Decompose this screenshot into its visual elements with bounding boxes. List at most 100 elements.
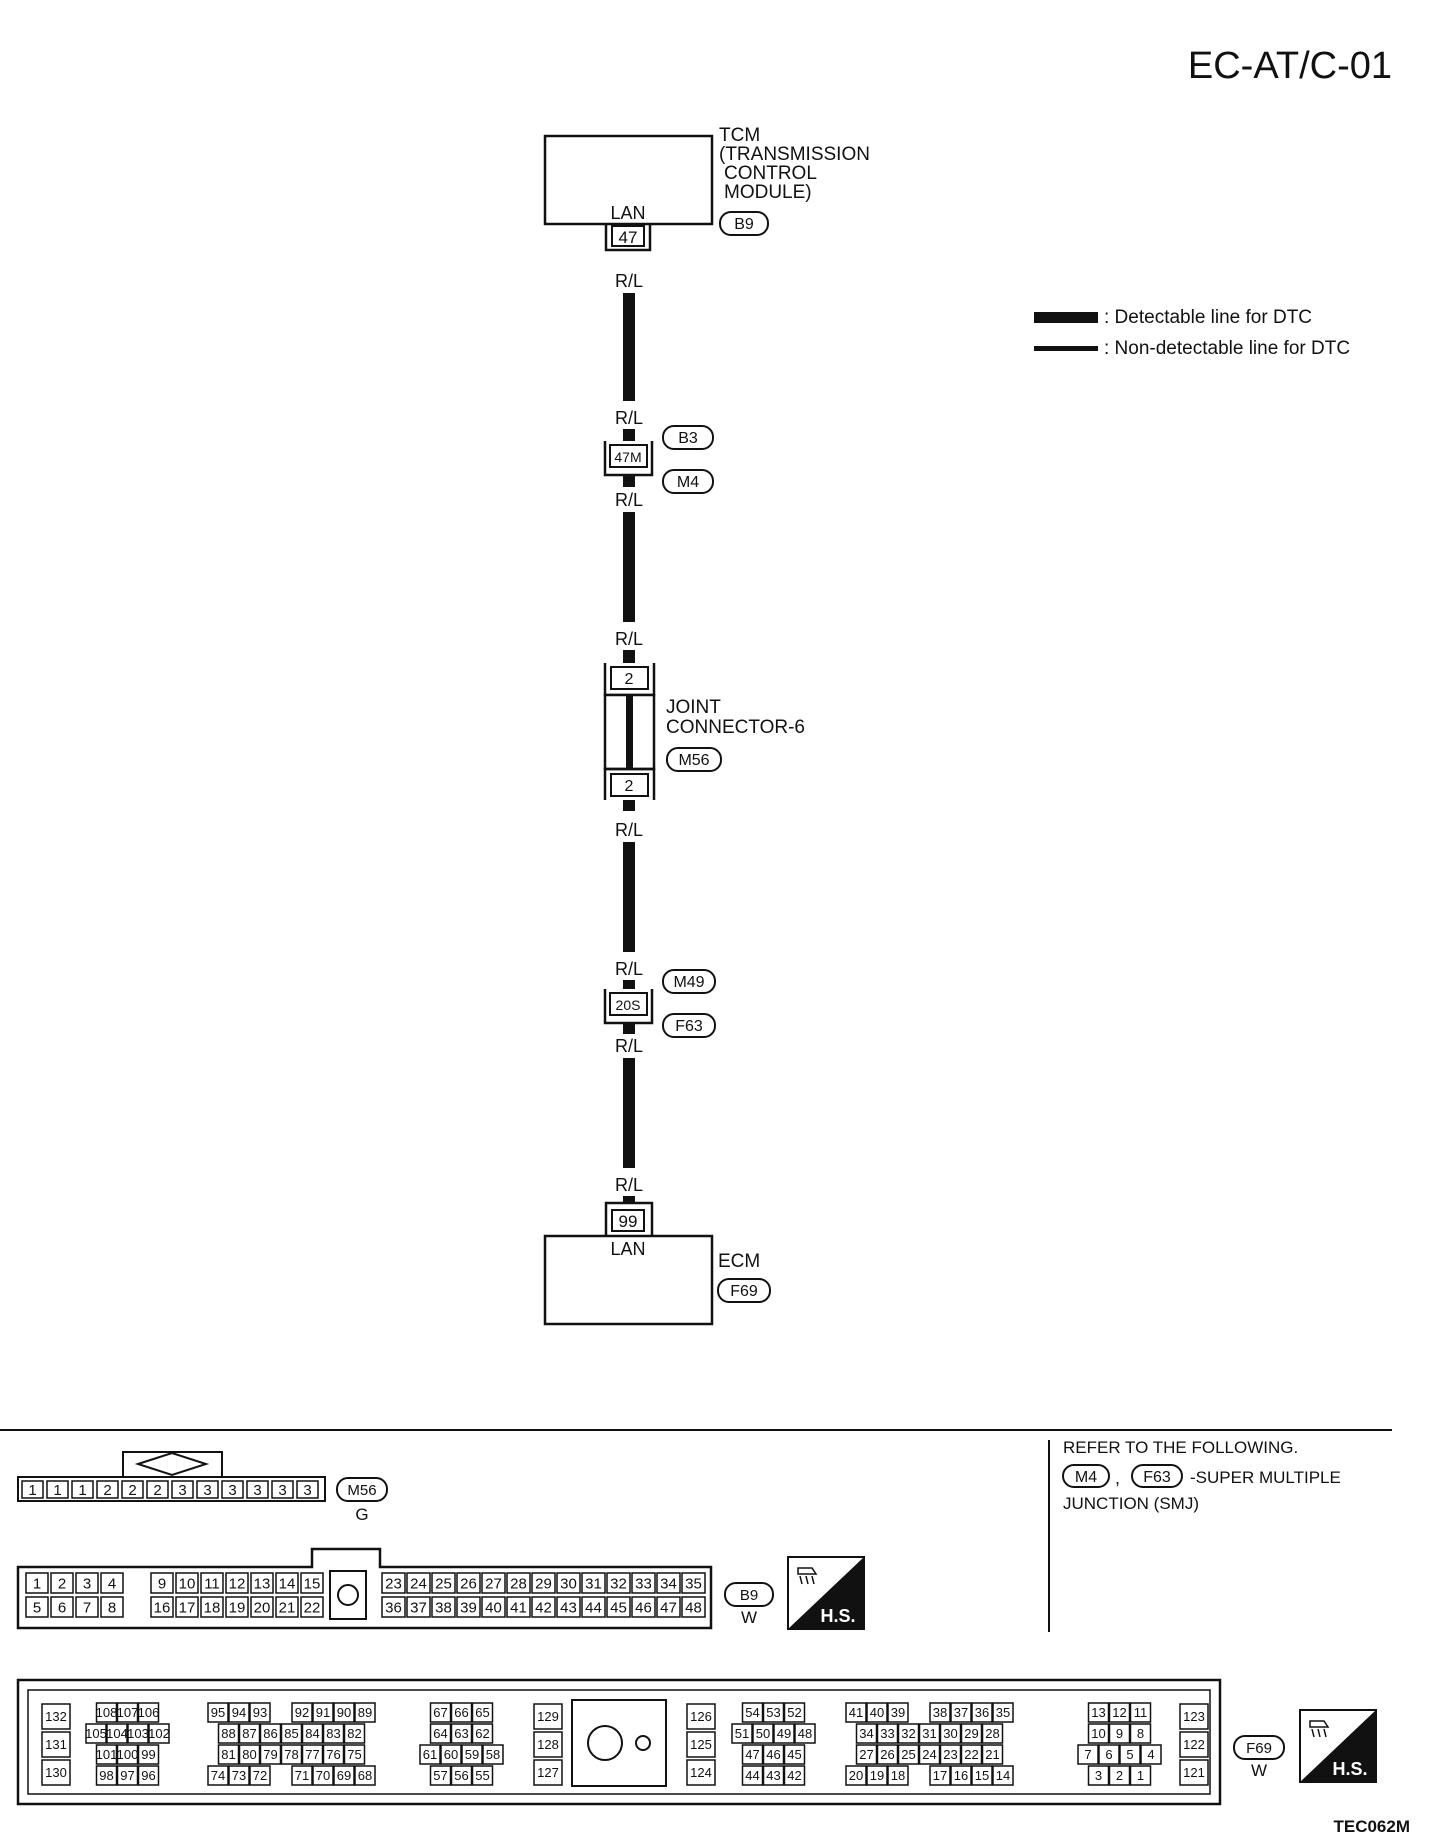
- connector-b3-m4: 47M B3 M4: [603, 425, 714, 494]
- f69-harness-side-icon: H.S.: [1299, 1709, 1377, 1783]
- f69-pin: 99: [141, 1747, 155, 1762]
- wire-color-label: R/L: [615, 959, 643, 979]
- f69-pin: 132: [45, 1709, 67, 1724]
- f69-pin-box: [887, 1702, 909, 1723]
- f69-pin: 108: [96, 1705, 118, 1720]
- b9-pin-box: [606, 1596, 631, 1618]
- joint-connector-id-badge: [666, 747, 722, 772]
- m56-pin: 1: [78, 1482, 86, 1499]
- b9-pin-box: [531, 1596, 556, 1618]
- f69-pin-box: [773, 1723, 795, 1744]
- f69-pin-box: [207, 1765, 229, 1786]
- f69-pin: 58: [486, 1747, 500, 1762]
- f69-lock-hole-small: [635, 1735, 651, 1751]
- f69-pin-box: [1098, 1744, 1120, 1765]
- f69-pin-box: [762, 1744, 785, 1765]
- b9-pin-box: [100, 1572, 124, 1594]
- b9-pin-box: [75, 1596, 99, 1618]
- b9-pin: 44: [585, 1599, 602, 1616]
- b9-pin-box: [175, 1596, 199, 1618]
- b9-pin: 46: [635, 1599, 652, 1616]
- b9-pin-box: [75, 1572, 99, 1594]
- tcm-block: TCM (TRANSMISSION CONTROL MODULE) LAN 47…: [543, 125, 870, 252]
- f69-color: W: [1251, 1761, 1267, 1780]
- joint-bottom-pin: 2: [625, 778, 634, 795]
- b9-pin: 37: [410, 1599, 427, 1616]
- b9-id-badge: [724, 1582, 774, 1607]
- joint-name-line2: CONNECTOR-6: [666, 717, 805, 738]
- b9-pin: 9: [158, 1575, 166, 1592]
- f69-pin: 77: [305, 1747, 319, 1762]
- f69-pin-box: [741, 1702, 764, 1723]
- wire-stub: [623, 475, 635, 487]
- f69-pin: 68: [358, 1768, 372, 1783]
- b9-pin-box: [656, 1596, 681, 1618]
- f69-pin: 31: [922, 1726, 936, 1741]
- b9-pin: 26: [460, 1575, 477, 1592]
- f69-pin: 74: [211, 1768, 225, 1783]
- f69-pin-box: [333, 1765, 355, 1786]
- reference-separator: ,: [1115, 1468, 1120, 1488]
- f69-pin: 46: [766, 1747, 780, 1762]
- b9-pin: 36: [385, 1599, 402, 1616]
- f69-pin: 52: [787, 1705, 801, 1720]
- f69-pin: 84: [305, 1726, 319, 1741]
- b9-pin: 10: [179, 1575, 196, 1592]
- f69-pin: 94: [232, 1705, 246, 1720]
- b9-pin-box: [225, 1596, 249, 1618]
- b9-pin-box: [481, 1596, 506, 1618]
- f69-pin: 23: [943, 1747, 957, 1762]
- f69-pin: 14: [996, 1768, 1010, 1783]
- b9-lock-hole: [337, 1584, 359, 1606]
- b9-id: B9: [740, 1587, 758, 1604]
- m56-pin: 3: [203, 1482, 211, 1499]
- m56-pin-box: [271, 1480, 294, 1499]
- f69-pin: 38: [933, 1705, 947, 1720]
- f69-pin: 10: [1091, 1726, 1105, 1741]
- connector-m49-f63: 20S M49 F63: [603, 969, 716, 1038]
- f69-pin: 47: [745, 1747, 759, 1762]
- reference-f63-id: F63: [1143, 1469, 1171, 1486]
- f69-pin: 44: [745, 1768, 759, 1783]
- wire-stub: [623, 1196, 635, 1203]
- f69-pin-box: [322, 1723, 345, 1744]
- m56-pin-box: [71, 1480, 94, 1499]
- f69-pin: 65: [475, 1705, 489, 1720]
- f69-pin: 12: [1112, 1705, 1126, 1720]
- f69-pin-box: [1119, 1744, 1141, 1765]
- f69-pin: 79: [263, 1747, 277, 1762]
- f69-pin: 15: [975, 1768, 989, 1783]
- m56-pin: 3: [253, 1482, 261, 1499]
- b9-pin-box: [506, 1572, 531, 1594]
- b9-pin: 27: [485, 1575, 502, 1592]
- f69-pin: 57: [433, 1768, 447, 1783]
- b9-pin-box: [25, 1572, 49, 1594]
- b9-pin: 8: [108, 1599, 116, 1616]
- f69-pin: 28: [985, 1726, 999, 1741]
- f69-pin: 76: [326, 1747, 340, 1762]
- b9-pin: 14: [279, 1575, 296, 1592]
- b9-pin-box: [150, 1572, 174, 1594]
- f69-pin: 55: [475, 1768, 489, 1783]
- f69-pin-box: [533, 1703, 563, 1730]
- f69-pin-box: [929, 1702, 951, 1723]
- b9-pin: 22: [304, 1599, 321, 1616]
- legend-detectable-label: : Detectable line for DTC: [1104, 307, 1312, 328]
- b9-pin: 7: [83, 1599, 91, 1616]
- f69-pin: 9: [1116, 1726, 1123, 1741]
- ecm-connector-id-badge: [717, 1278, 771, 1303]
- f69-pin-box: [280, 1744, 303, 1765]
- f69-pin: 3: [1095, 1768, 1102, 1783]
- ecm-block: 99 LAN ECM F69: [543, 1201, 771, 1326]
- f69-pin: 26: [880, 1747, 894, 1762]
- joint-bottom-bracket: [603, 767, 656, 800]
- f69-pin: 102: [148, 1726, 170, 1741]
- f69-pin: 17: [933, 1768, 947, 1783]
- f69-pin: 6: [1105, 1747, 1112, 1762]
- f69-pin: 32: [901, 1726, 915, 1741]
- b9-pin: 19: [229, 1599, 246, 1616]
- b9-pin: 11: [204, 1575, 220, 1592]
- f69-pin: 72: [253, 1768, 267, 1783]
